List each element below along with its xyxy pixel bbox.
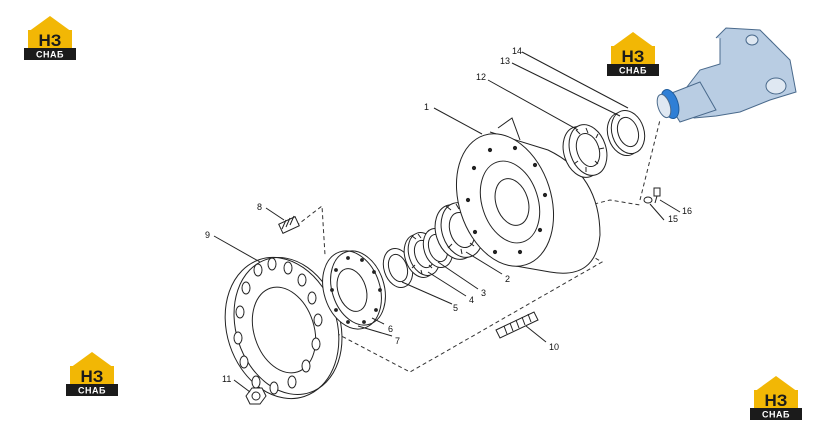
- logo-roof-icon: [611, 32, 655, 48]
- callout-4: 4: [469, 295, 474, 305]
- part-11-nut: [245, 387, 267, 405]
- part-10-stud: [495, 311, 539, 339]
- logo-line2: СНАБ: [619, 66, 647, 76]
- callout-15: 15: [668, 214, 678, 224]
- leader-lines: [213, 51, 681, 393]
- brand-logo-bottom-right: НЗ СНАБ: [748, 370, 808, 422]
- logo-roof-icon: [754, 376, 798, 392]
- callout-10: 10: [549, 342, 559, 352]
- callout-6: 6: [388, 324, 393, 334]
- axle-spindle: [656, 27, 797, 123]
- callout-16: 16: [682, 206, 692, 216]
- callout-3: 3: [481, 288, 486, 298]
- logo-line1: НЗ: [81, 367, 104, 386]
- logo-roof-icon: [70, 352, 114, 368]
- callout-7: 7: [395, 336, 400, 346]
- callout-11: 11: [222, 374, 231, 384]
- callout-12: 12: [476, 72, 486, 82]
- logo-line1: НЗ: [622, 47, 645, 66]
- logo-line1: НЗ: [39, 31, 62, 50]
- logo-line2: СНАБ: [762, 410, 790, 420]
- part-12-bearing: [562, 124, 608, 178]
- callout-14: 14: [512, 46, 522, 56]
- part-15-16-screw: [643, 187, 661, 204]
- part-13-seal: [606, 110, 646, 156]
- callout-5: 5: [453, 303, 458, 313]
- callout-1: 1: [424, 102, 429, 112]
- logo-line2: СНАБ: [36, 50, 64, 60]
- part-8-bolt: [278, 215, 300, 234]
- brand-logo-top-right: НЗ СНАБ: [605, 26, 665, 78]
- brand-logo-top-left: НЗ СНАБ: [22, 10, 82, 62]
- logo-roof-icon: [28, 16, 72, 32]
- logo-line1: НЗ: [765, 391, 788, 410]
- callout-13: 13: [500, 56, 510, 66]
- logo-line2: СНАБ: [78, 386, 106, 396]
- callout-8: 8: [257, 202, 262, 212]
- callout-9: 9: [205, 230, 210, 240]
- part-9-flange: [224, 256, 343, 400]
- callout-2: 2: [505, 274, 510, 284]
- brand-logo-bottom-left: НЗ СНАБ: [64, 346, 124, 398]
